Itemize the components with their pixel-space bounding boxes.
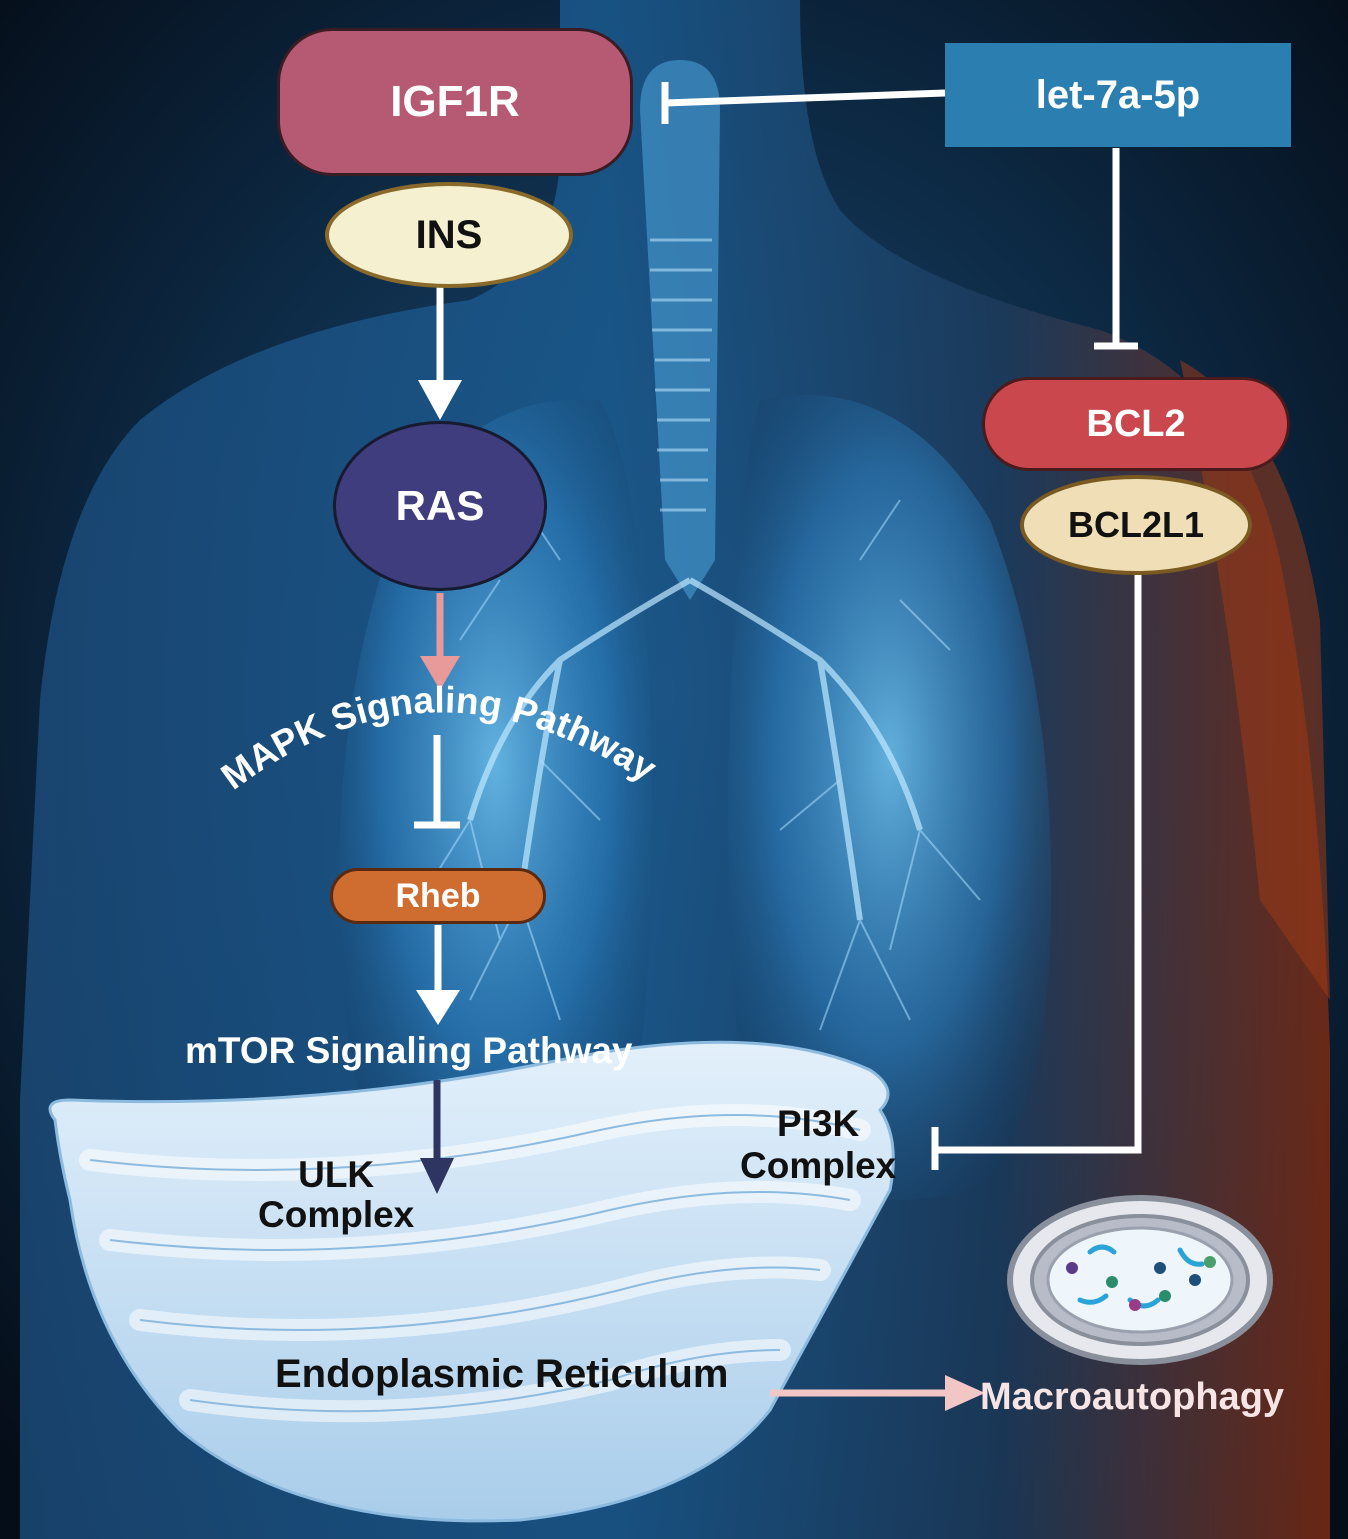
node-igf1r-label: IGF1R (390, 77, 520, 126)
ulk-complex-label: ULK Complex (258, 1155, 414, 1235)
node-igf1r: IGF1R (277, 28, 633, 176)
pi3k-line1: PI3K (777, 1103, 860, 1144)
right-lung (728, 395, 1052, 1200)
node-bcl2-label: BCL2 (1086, 402, 1186, 445)
node-let7a-label: let-7a-5p (1035, 72, 1201, 117)
arrowhead-ulk (420, 1158, 454, 1194)
autophagosome-icon (1007, 1195, 1273, 1365)
connectors (414, 82, 1142, 1411)
node-let7a: let-7a-5p (945, 43, 1291, 147)
node-rheb-label: Rheb (395, 876, 481, 915)
ulk-line2: Complex (258, 1194, 415, 1235)
node-bcl2l1: BCL2L1 (1020, 475, 1252, 575)
node-rheb: Rheb (330, 868, 546, 924)
er-outlines (89, 1114, 861, 1413)
arrowhead-macroautophagy (945, 1375, 985, 1411)
mtor-pathway-label: mTOR Signaling Pathway (185, 1030, 633, 1071)
er-label: Endoplasmic Reticulum (275, 1352, 729, 1396)
node-ras-label: RAS (395, 482, 485, 529)
inhibit-let7a-igf1r (664, 89, 946, 107)
node-ins-label: INS (415, 212, 483, 257)
inhibit-bcl2l1-pi3k (935, 574, 1142, 1154)
macroautophagy-label: Macroautophagy (980, 1376, 1285, 1418)
node-ras: RAS (333, 421, 547, 591)
arrowhead-mapk (420, 656, 460, 690)
ulk-line1: ULK (298, 1154, 375, 1195)
node-bcl2l1-label: BCL2L1 (1067, 504, 1205, 545)
node-bcl2: BCL2 (982, 377, 1290, 471)
trachea-rings (650, 238, 712, 512)
bronchi (467, 577, 923, 921)
arrowhead-mtor (416, 990, 460, 1025)
pi3k-line2: Complex (740, 1145, 897, 1186)
node-ins: INS (325, 182, 573, 288)
arrowhead-ras (418, 380, 462, 420)
pi3k-complex-label: PI3K Complex (740, 1103, 896, 1187)
left-lung (338, 399, 652, 1209)
